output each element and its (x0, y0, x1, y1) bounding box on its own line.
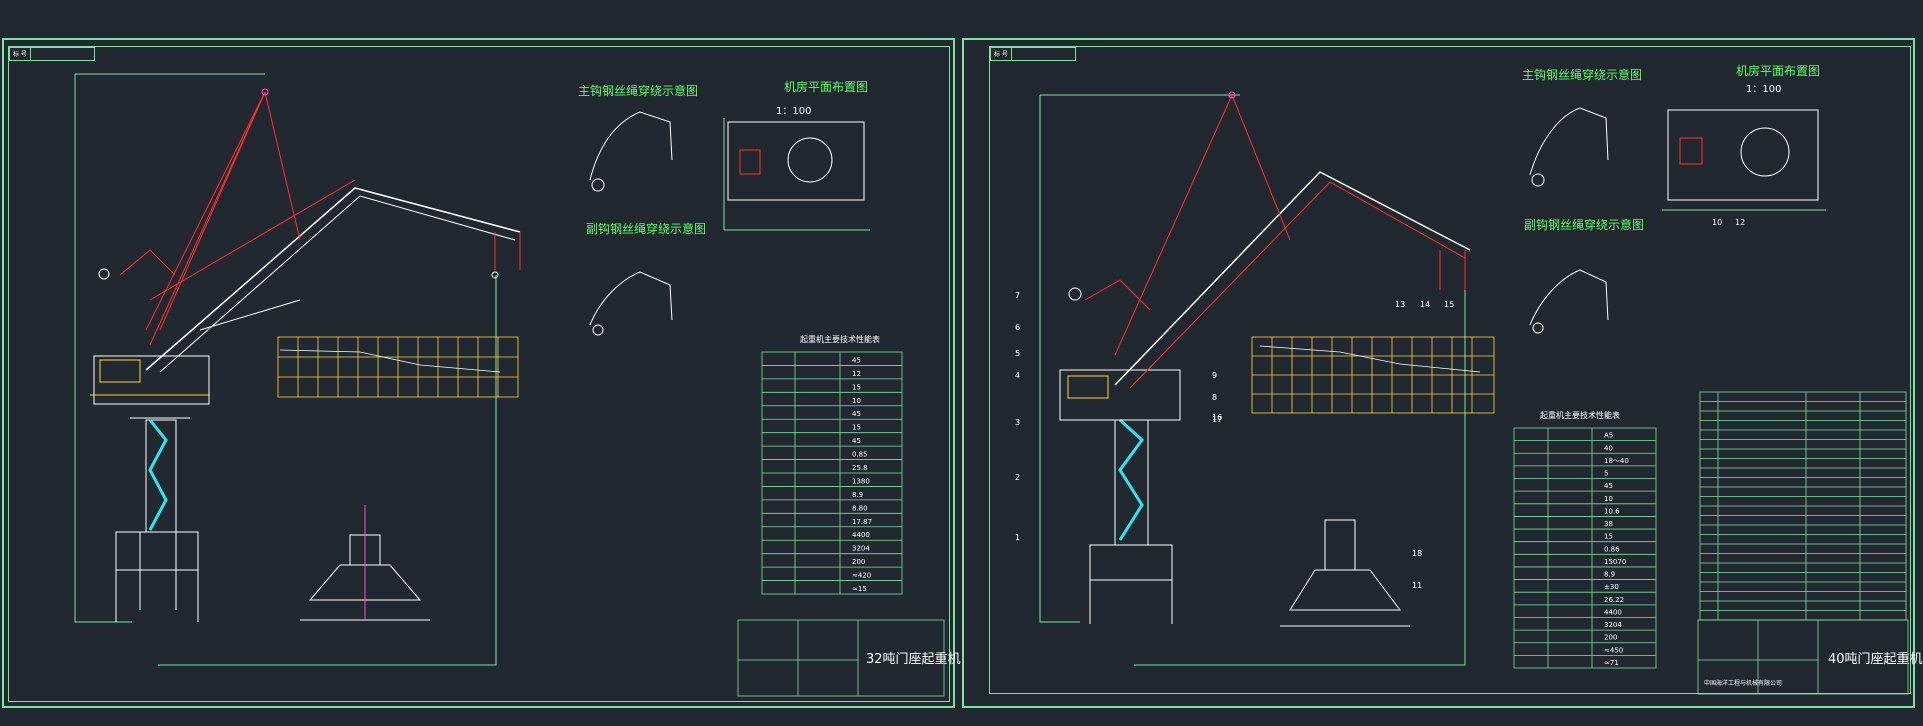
title-block-right (1697, 619, 1909, 695)
tech-value: 15 (1604, 533, 1613, 541)
sheet-tag-text: 标 号 (991, 48, 1012, 60)
tech-value: ≈15 (852, 585, 867, 593)
machine-room-title-left: 机房平面布置图 (784, 80, 869, 94)
rope-main-title-right: 主钩钢丝绳穿绕示意图 (1522, 68, 1643, 82)
tech-value: 45 (852, 437, 861, 445)
tech-value: 4400 (852, 531, 870, 539)
crane-elevation-left (74, 73, 521, 666)
tech-table-title-left: 起重机主要技术性能表 (800, 335, 880, 344)
machine-room-scale-left: 1：100 (776, 106, 812, 117)
tech-value: 25.8 (852, 464, 868, 472)
part-number-label: 7 (1015, 291, 1020, 300)
part-number-label: 17 (1212, 415, 1222, 424)
tech-value: 10 (852, 397, 861, 405)
tech-value: 45 (852, 356, 861, 364)
tech-values-right: A5 40 18～40 5 45 10 10.6 38 15 0.86 15070 8.9 ±30 26.… (1604, 432, 1629, 667)
part-number-label: 9 (1212, 371, 1217, 380)
rope-diagrams-right (1529, 107, 1609, 334)
drawing-name-right: 40吨门座起重机 (1828, 652, 1923, 667)
tech-value: A5 (1604, 432, 1613, 440)
rope-aux-title-left: 副钩钢丝绳穿绕示意图 (586, 222, 707, 236)
part-number-label: 10 (1712, 218, 1722, 227)
tech-value: 15 (852, 383, 861, 391)
part-number-label: 6 (1015, 323, 1020, 332)
tech-value: 1380 (852, 477, 870, 485)
load-chart-right (1251, 336, 1495, 414)
part-number-label: 18 (1412, 549, 1422, 558)
part-number-label: 1 (1015, 533, 1020, 542)
tech-value: 15070 (1604, 558, 1626, 566)
part-number-label: 12 (1735, 218, 1745, 227)
tech-value: 45 (1604, 482, 1613, 490)
tech-value: 26.22 (1604, 596, 1624, 604)
tech-value: 12 (852, 370, 861, 378)
drawing-sheet-left (2, 38, 955, 708)
tech-value: 200 (852, 558, 865, 566)
rope-aux-title-right: 副钩钢丝绳穿绕示意图 (1524, 218, 1645, 232)
part-number-label: 3 (1015, 418, 1020, 427)
portal-side-view-right (1280, 519, 1410, 627)
drawing-name-left: 32吨门座起重机 (866, 652, 961, 667)
tech-table-left (761, 351, 903, 595)
tech-value: 200 (1604, 634, 1617, 642)
tech-value: ≈420 (852, 572, 871, 580)
part-number-label: 14 (1420, 300, 1430, 309)
company-name-right: 中国海洋工程与机械有限公司 (1704, 680, 1783, 687)
machine-room-plan-right (1662, 109, 1826, 211)
tech-value: 10 (1604, 495, 1613, 503)
portal-side-view-left (300, 505, 430, 621)
part-number-label: 2 (1015, 473, 1020, 482)
tech-value: 40 (1604, 444, 1613, 452)
part-number-label: 4 (1015, 371, 1020, 380)
sheet-tag-text: 标 号 (10, 48, 31, 60)
sheet-tag-left: 标 号 (9, 47, 95, 61)
parts-list-right (1699, 391, 1907, 621)
tech-value: 8.9 (1604, 571, 1615, 579)
tech-value: 4400 (1604, 608, 1622, 616)
tech-value: 0.86 (1604, 545, 1620, 553)
rope-diagrams-left (589, 111, 673, 336)
sheet-tag-right: 标 号 (990, 47, 1076, 61)
tech-value: 10.6 (1604, 507, 1620, 515)
title-block-left (737, 619, 945, 697)
drawing-sheet-right (962, 38, 1915, 708)
machine-room-scale-right: 1：100 (1746, 84, 1782, 95)
tech-table-right (1513, 427, 1657, 669)
part-number-label: 16 (1212, 413, 1222, 422)
part-number-label: 13 (1395, 300, 1405, 309)
drawing-frame-right: 标 号 (989, 46, 1911, 694)
tech-value: 38 (1604, 520, 1613, 528)
tech-value: 0.85 (852, 451, 868, 459)
rope-main-title-left: 主钩钢丝绳穿绕示意图 (578, 84, 699, 98)
machine-room-plan-left (723, 118, 870, 231)
tech-table-title-right: 起重机主要技术性能表 (1540, 411, 1620, 420)
tech-value: 8.80 (852, 504, 868, 512)
part-number-label: 11 (1412, 581, 1422, 590)
machine-room-title-right: 机房平面布置图 (1736, 64, 1821, 78)
part-number-label: 15 (1444, 300, 1454, 309)
tech-value: ≈450 (1604, 646, 1623, 654)
tech-value: ±30 (1604, 583, 1619, 591)
drawing-frame-left: 标 号 (8, 46, 950, 702)
tech-value: ≈71 (1604, 659, 1619, 667)
tech-value: 45 (852, 410, 861, 418)
tech-value: 8.9 (852, 491, 863, 499)
part-number-label: 8 (1212, 393, 1217, 402)
tech-value: 3204 (852, 545, 870, 553)
tech-value: 3204 (1604, 621, 1622, 629)
tech-value: 17.87 (852, 518, 872, 526)
part-number-label: 5 (1015, 349, 1020, 358)
tech-value: 18～40 (1604, 457, 1629, 465)
tech-values-left: 45 12 15 10 45 15 45 0.85 25.8 1380 8.9 8.80 17.87 44… (852, 356, 872, 593)
tech-value: 15 (852, 424, 861, 432)
tech-value: 5 (1604, 470, 1608, 478)
crane-elevation-right (1039, 91, 1471, 666)
load-chart-left (277, 336, 519, 398)
